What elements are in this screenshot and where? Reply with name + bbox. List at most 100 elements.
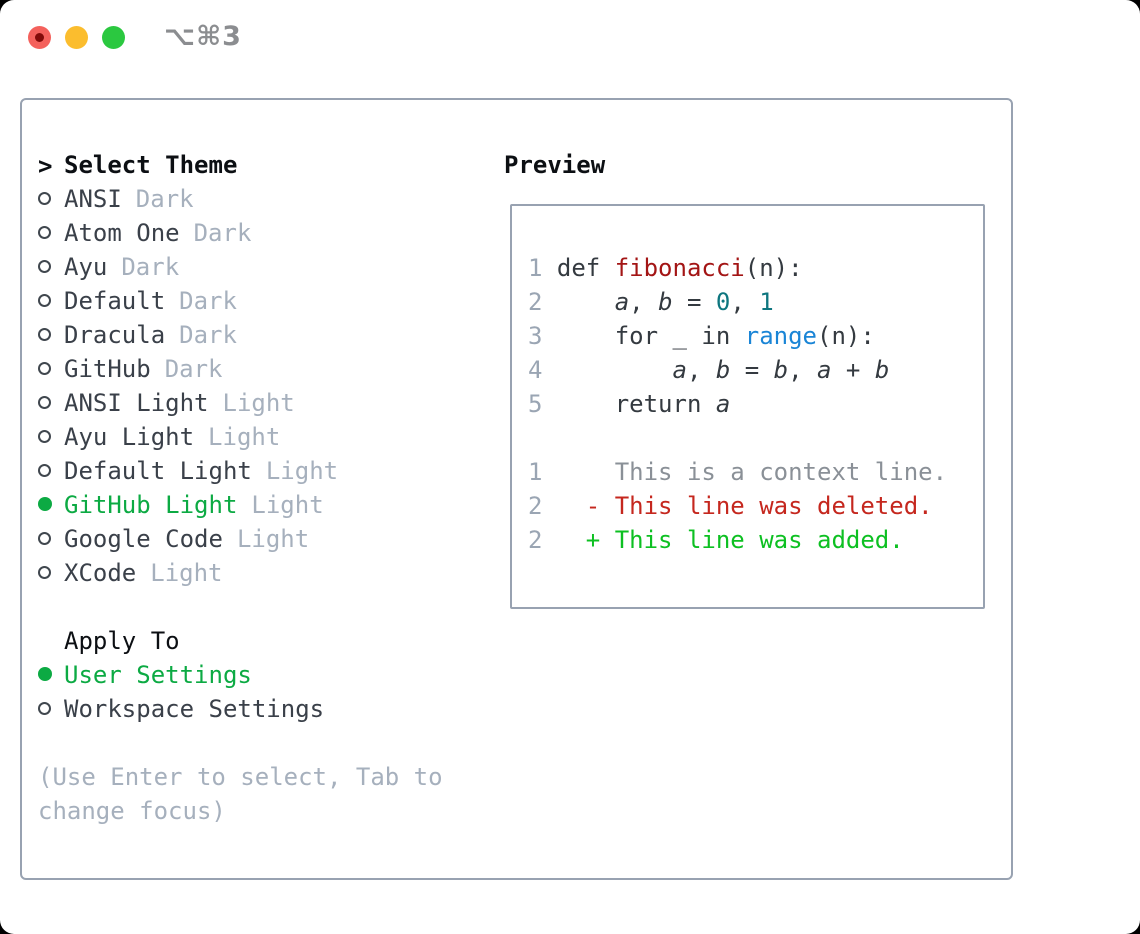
spacer — [38, 726, 490, 760]
line-number: 5 — [528, 390, 557, 418]
radio-icon — [38, 523, 64, 557]
theme-item-ansi-light[interactable]: ANSI Light Light — [38, 386, 490, 420]
variant-tag: Light — [150, 559, 223, 587]
code-segment: b — [658, 288, 673, 316]
code-segment: b — [773, 356, 789, 384]
line-number: 2 — [528, 288, 557, 316]
variant-tag: Dark — [135, 185, 194, 213]
minimize-button[interactable] — [65, 26, 88, 49]
close-button[interactable] — [28, 26, 51, 49]
variant-tag: Light — [236, 525, 310, 553]
item-label: Default — [64, 287, 166, 315]
radio-circle — [38, 260, 51, 273]
radio-icon — [38, 421, 64, 455]
code-segment: a — [817, 356, 832, 384]
code-segment: , — [629, 288, 659, 316]
item-label: ANSI Light — [64, 389, 209, 417]
code-segment: a — [715, 390, 731, 418]
variant-tag: Light — [251, 491, 324, 519]
code-segment: = — [672, 288, 716, 316]
code-segment: for _ in — [556, 322, 745, 350]
radio-circle — [38, 430, 51, 443]
code-segment: return — [556, 390, 716, 418]
code-segment: fibonacci — [614, 254, 745, 282]
radio-icon — [38, 251, 64, 285]
select-theme-header: > Select Theme — [38, 148, 490, 182]
preview-line: 2 a, b = 0, 1 — [528, 285, 983, 319]
code-segment: = — [730, 356, 774, 384]
code-segment: + — [831, 356, 875, 384]
line-number: 2 — [528, 492, 557, 520]
item-label: Dracula — [64, 321, 166, 349]
radio-icon — [38, 319, 64, 353]
preview-line: 4 a, b = b, a + b — [528, 353, 983, 387]
radio-icon — [38, 557, 64, 591]
code-segment: + This line was added. — [556, 526, 904, 554]
line-number: 2 — [528, 526, 557, 554]
theme-item-atom-one[interactable]: Atom One Dark — [38, 216, 490, 250]
preview-line: 1 def fibonacci(n): — [528, 251, 983, 285]
variant-tag: Light — [265, 457, 339, 485]
radio-circle — [38, 464, 51, 477]
variant-tag: Light — [222, 389, 295, 417]
theme-item-github-light[interactable]: GitHub Light Light — [38, 488, 490, 522]
line-number: 3 — [528, 322, 557, 350]
radio-circle — [38, 396, 51, 409]
code-segment: def — [556, 254, 615, 282]
code-segment: a — [672, 356, 687, 384]
radio-icon — [38, 353, 64, 387]
radio-circle — [38, 192, 51, 205]
theme-item-ansi[interactable]: ANSI Dark — [38, 182, 490, 216]
apply-to-header: Apply To — [38, 624, 490, 658]
preview-line: 2 - This line was deleted. — [528, 489, 983, 523]
code-segment: , — [686, 356, 716, 384]
preview-line: 3 for _ in range(n): — [528, 319, 983, 353]
code-segment: a — [614, 288, 630, 316]
radio-selected-icon — [38, 489, 64, 523]
preview-line: 1 This is a context line. — [528, 455, 983, 489]
code-segment: - This line was deleted. — [556, 492, 933, 520]
variant-tag: Dark — [193, 219, 252, 247]
preview-line: 5 return a — [528, 387, 983, 421]
keyboard-hint: (Use Enter to select, Tab to change focu… — [38, 763, 443, 825]
radio-icon — [38, 387, 64, 421]
code-segment — [557, 356, 673, 384]
radio-circle — [38, 294, 51, 307]
item-label: Workspace Settings — [64, 695, 325, 723]
code-segment: , — [730, 288, 760, 316]
code-segment: (n): — [744, 254, 803, 282]
item-label: ANSI — [64, 185, 122, 213]
line-number: 1 — [528, 458, 557, 486]
theme-item-google-code[interactable]: Google Code Light — [38, 522, 490, 556]
item-label: Atom One — [64, 219, 180, 247]
apply-option-user-settings[interactable]: User Settings — [38, 658, 490, 692]
zoom-button[interactable] — [102, 26, 125, 49]
prompt-icon: > — [38, 152, 53, 180]
apply-option-workspace-settings[interactable]: Workspace Settings — [38, 692, 490, 726]
radio-circle — [38, 532, 51, 545]
preview-line: 2 + This line was added. — [528, 523, 983, 557]
item-label: User Settings — [64, 661, 252, 689]
radio-circle — [38, 497, 52, 511]
code-segment: 0 — [715, 288, 731, 316]
select-theme-title: Select Theme — [64, 151, 238, 179]
preview-line — [528, 421, 983, 455]
item-label: Ayu Light — [64, 423, 195, 451]
item-label: Ayu — [64, 253, 108, 281]
item-label: Google Code — [64, 525, 223, 553]
item-label: GitHub Light — [64, 491, 238, 519]
code-segment: This is a context line. — [556, 458, 948, 486]
